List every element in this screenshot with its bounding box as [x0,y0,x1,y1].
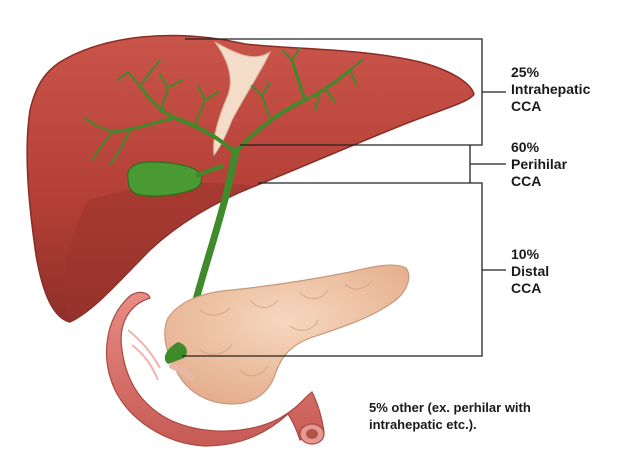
intrahepatic-bile-ducts [84,47,363,166]
label-intrahepatic: 25% Intrahepatic CCA [511,64,590,115]
bracket-perihilar [469,145,482,183]
label-intrahepatic-cca: CCA [511,98,542,114]
duodenum-lumen-inner [306,429,318,439]
pancreas-lobulation [199,279,373,377]
pancreatic-duct-stub [169,363,195,381]
liver-inferior-surface [64,182,255,322]
footnote-other: 5% other (ex. perhilar with intrahepatic… [369,399,531,433]
label-perihilar-cca: CCA [511,173,542,189]
label-intrahepatic-percent: 25% [511,64,540,80]
cystic-duct [195,164,225,178]
label-intrahepatic-name: Intrahepatic [511,81,591,97]
label-distal: 10% Distal CCA [511,246,549,297]
bracket-lines [182,38,506,357]
label-distal-name: Distal [511,263,550,279]
duodenum-folds [127,329,161,381]
label-perihilar-percent: 60% [511,139,540,155]
footnote-line-2: intrahepatic etc.). [369,417,477,432]
ampulla [164,342,187,364]
label-perihilar-name: Perihilar [511,156,568,172]
gallbladder [127,161,203,197]
label-distal-cca: CCA [511,280,542,296]
falciform-ligament [213,41,272,157]
label-perihilar: 60% Perihilar CCA [511,139,567,190]
pancreas [164,264,410,405]
label-distal-percent: 10% [511,246,540,262]
footnote-line-1: 5% other (ex. perhilar with [369,400,531,415]
